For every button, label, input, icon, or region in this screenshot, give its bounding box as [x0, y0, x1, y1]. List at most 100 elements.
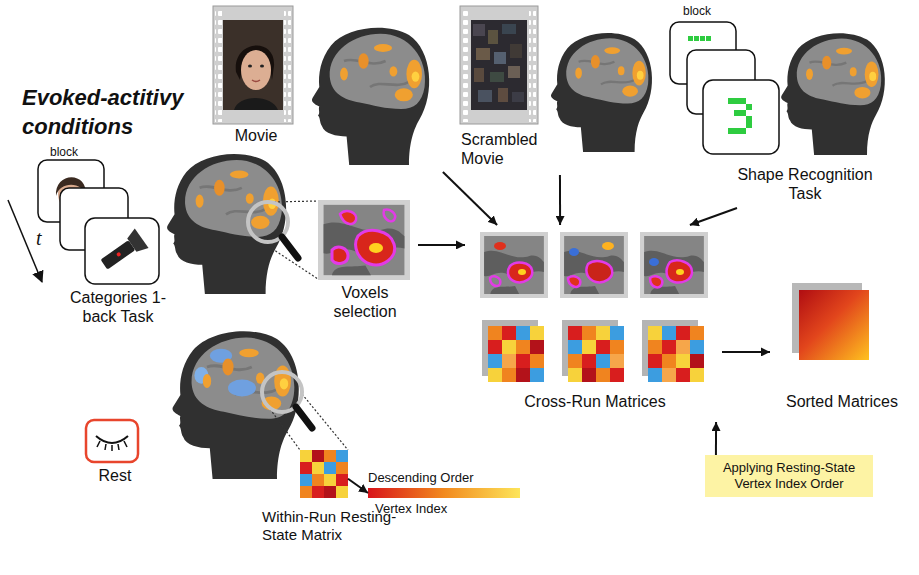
brain-heads: [551, 33, 652, 152]
cross-run-matrix-set: [530, 326, 544, 340]
connector-arrow: [559, 175, 561, 225]
figure-group: Categories 1-back Task: [5, 140, 295, 330]
resting-state-matrix: [324, 462, 336, 474]
resting-state-matrix: [324, 486, 336, 498]
cross-run-matrix-set: [568, 368, 582, 382]
resting-state-matrix: [336, 462, 348, 474]
resting-state-matrix: [324, 474, 336, 486]
cross-run-matrix-set: [582, 354, 596, 368]
cross-run-maps: [560, 232, 628, 298]
cross-run-matrix-set: [610, 368, 624, 382]
rest-icon: [97, 441, 100, 447]
node-label: Descending Order: [368, 470, 523, 486]
node-label: Shape Recognition Task: [725, 165, 885, 203]
connector-arrow: [418, 244, 465, 246]
process-box: Applying Resting-State Vertex Index Orde…: [705, 455, 873, 497]
cross-run-matrix-set: [568, 326, 582, 340]
resting-state-matrix: [300, 462, 312, 474]
shape-task-cards: [734, 110, 740, 116]
brain-heads: [806, 48, 878, 99]
voxel-map: [318, 200, 410, 280]
connector-arrow: [443, 172, 497, 225]
resting-state-matrix: [312, 450, 324, 462]
shape-task-cards: [670, 22, 779, 154]
brain-heads: [196, 171, 279, 229]
shape-task-cards: [706, 36, 711, 41]
cross-run-matrix-set: [690, 340, 704, 354]
scrambled-film: [508, 66, 520, 78]
node-label: Sorted Matrices: [772, 392, 912, 411]
node-label: Scrambled Movie: [461, 130, 561, 168]
brain-heads: [167, 28, 885, 479]
node-label: Vertex Index: [375, 501, 515, 517]
cross-run-maps: [650, 276, 662, 287]
cross-run-matrix-set: [502, 326, 516, 340]
cross-run-matrix-set: [582, 368, 596, 382]
cross-run-maps: [649, 258, 659, 266]
cross-run-maps: [508, 263, 532, 283]
connector-arrow: [348, 479, 368, 493]
scrambled-film: [478, 90, 492, 102]
cross-run-maps: [560, 232, 628, 298]
magnifier: [282, 237, 298, 258]
cross-run-matrix-set: [690, 354, 704, 368]
magnifier: [270, 409, 300, 450]
shape-task-cards: [740, 98, 746, 104]
connector-arrow: [722, 351, 770, 353]
cross-run-matrix-set: [648, 326, 704, 382]
scrambled-film: [460, 6, 538, 124]
cross-run-matrix-set: [516, 368, 530, 382]
voxel-map: [332, 247, 348, 263]
cross-run-matrix-set: [530, 368, 544, 382]
cross-run-matrix-set: [690, 326, 704, 340]
scrambled-film: [498, 88, 508, 102]
shape-task-cards: [688, 36, 693, 41]
category-cards: [125, 228, 149, 255]
cross-run-maps: [667, 260, 692, 282]
magnifier: [270, 201, 318, 202]
rest-icon: [86, 420, 138, 462]
cross-run-matrix-set: [488, 354, 502, 368]
cross-run-matrix-set: [482, 320, 704, 382]
node-label: Rest: [80, 466, 150, 485]
cross-run-matrix-set: [562, 320, 618, 376]
cross-run-matrix-set: [662, 354, 676, 368]
figure-group: Rest: [78, 416, 153, 500]
scrambled-film: [460, 6, 538, 124]
scrambled-film: [510, 44, 522, 58]
connector-arrow: [715, 422, 717, 455]
scrambled-film: [502, 24, 516, 34]
sorted-matrix: [799, 290, 869, 360]
rest-icon: [124, 441, 127, 447]
cross-run-matrix-set: [642, 320, 698, 376]
cross-run-maps: [676, 269, 684, 275]
rest-icon: [96, 436, 128, 443]
cross-run-matrix-set: [482, 320, 538, 376]
cross-run-matrix-set: [488, 326, 502, 340]
figure-group: Voxels selection: [312, 195, 418, 325]
cross-run-matrix-set: [502, 354, 516, 368]
rest-icon: [111, 445, 113, 451]
movie-film: [284, 8, 291, 122]
shape-task-cards: [740, 128, 746, 134]
node-label: Applying Resting-State Vertex Index Orde…: [711, 460, 867, 491]
cross-run-matrix-set: [582, 340, 596, 354]
shape-task-cards: [740, 110, 746, 116]
scrambled-film: [473, 24, 485, 36]
voxel-map: [318, 200, 410, 280]
cross-run-matrix-set: [676, 354, 690, 368]
category-cards: [97, 228, 148, 274]
movie-film: [241, 50, 271, 90]
brain-heads: [340, 44, 422, 101]
resting-state-matrix: [336, 450, 348, 462]
cross-run-matrix-set: [516, 340, 530, 354]
cross-run-matrix-set: [648, 368, 662, 382]
movie-film: [234, 98, 278, 110]
resting-state-matrix: [336, 486, 348, 498]
brain-heads: [203, 349, 291, 411]
brain-heads: [575, 47, 646, 97]
scrambled-film: [494, 52, 506, 64]
cross-run-maps: [490, 276, 500, 286]
cross-run-matrix-set: [488, 326, 544, 382]
